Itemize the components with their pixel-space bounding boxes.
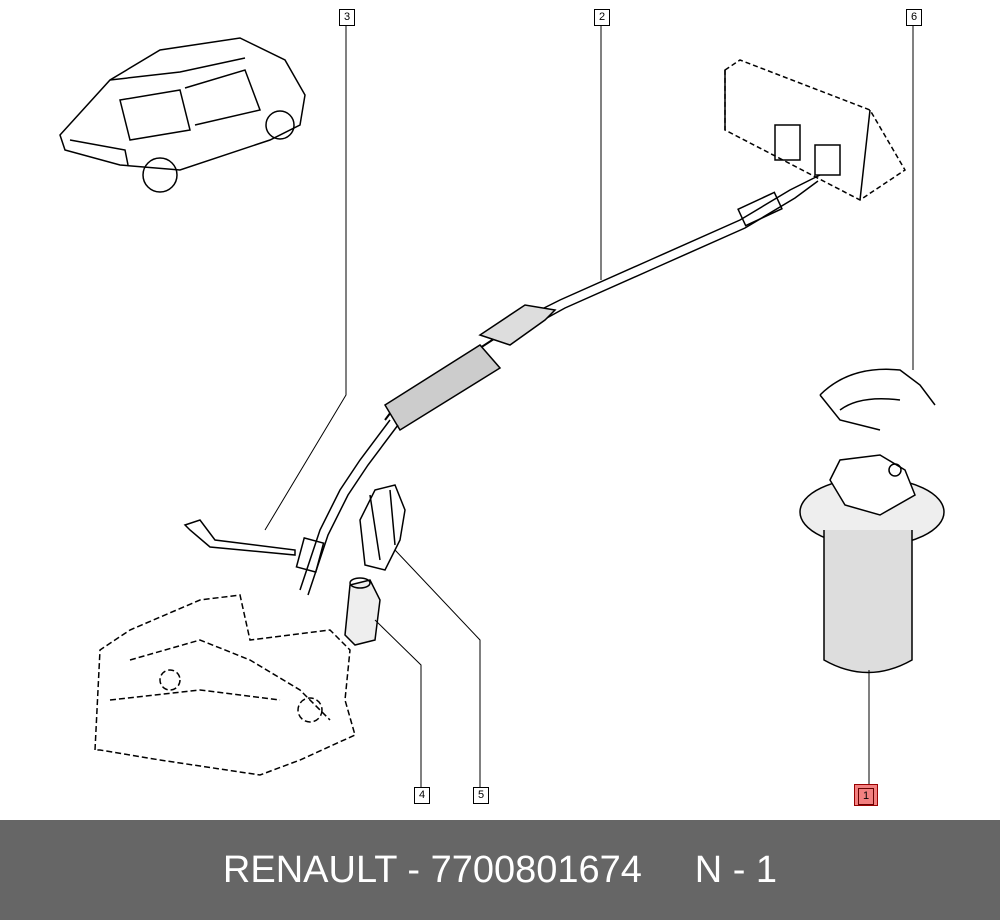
gearbox-housing [94, 594, 356, 776]
position-label: N - 1 [694, 849, 778, 891]
pin-part [183, 519, 296, 556]
separator: - [396, 849, 431, 891]
car-thumbnail [59, 37, 306, 193]
callout-2[interactable]: 2 [594, 9, 610, 26]
part-footer: RENAULT - 7700801674 N - 1 [0, 820, 1000, 920]
sleeve-part [344, 577, 381, 646]
clip-part [359, 484, 406, 571]
leader-lines [264, 25, 914, 787]
callout-6[interactable]: 6 [906, 9, 922, 26]
callout-3[interactable]: 3 [339, 9, 355, 26]
callout-5[interactable]: 5 [473, 787, 489, 804]
callout-1[interactable]: 1 [854, 784, 878, 806]
exploded-view-drawing [59, 25, 945, 787]
retaining-clip [819, 368, 936, 431]
ecu-box [724, 59, 907, 201]
callout-4[interactable]: 4 [414, 787, 430, 804]
speed-sensor [799, 454, 945, 674]
part-number: 7700801674 [430, 849, 642, 891]
brand-name: RENAULT [222, 849, 397, 891]
speedometer-cable [295, 174, 821, 596]
